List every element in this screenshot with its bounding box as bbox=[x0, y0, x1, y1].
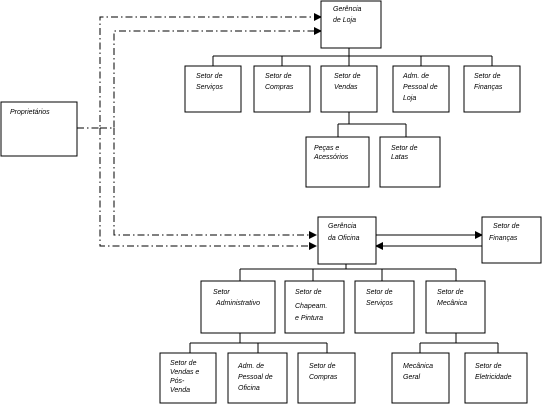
node-setor-financas-oficina: Setor de Finanças bbox=[481, 216, 542, 264]
owner-to-store-lower-line bbox=[100, 27, 322, 129]
node-setor-mecanica-line-2: Mecânica bbox=[437, 300, 467, 307]
node-setor-servicos-oficina-line-1: Setor de bbox=[366, 289, 393, 296]
node-adm-pessoal-loja-line-1: Adm. de bbox=[402, 73, 429, 80]
node-gerencia-oficina-line-1: Gerência bbox=[328, 223, 357, 230]
node-setor-chapeam-pintura-line-1: Setor de bbox=[295, 289, 322, 296]
node-mecanica-geral-line-1: Mecânica bbox=[403, 363, 433, 370]
node-pecas-acessorios: Peças e Acessórios bbox=[305, 136, 370, 188]
node-gerencia-loja: Gerência de Loja bbox=[320, 0, 382, 49]
node-setor-servicos-loja: Setor de Serviços bbox=[184, 65, 242, 113]
node-setor-financas-loja: Setor de Finanças bbox=[463, 65, 521, 113]
node-setor-mecanica: Setor de Mecânica bbox=[425, 280, 486, 334]
node-mecanica-geral-line-2: Geral bbox=[403, 374, 421, 381]
node-setor-compras-oficina-line-2: Compras bbox=[309, 374, 338, 381]
node-setor-financas-oficina-line-1: Setor de bbox=[493, 223, 520, 230]
node-gerencia-loja-line-1: Gerência bbox=[333, 6, 362, 13]
node-adm-pessoal-loja-line-3: Loja bbox=[403, 95, 416, 102]
node-gerencia-oficina-line-2: da Oficina bbox=[328, 235, 360, 242]
node-setor-vendas-pos-venda-line-3: Pós- bbox=[170, 378, 185, 385]
node-setor-compras-oficina-line-1: Setor de bbox=[309, 363, 336, 370]
node-adm-pessoal-oficina-line-1: Adm. de bbox=[237, 363, 264, 370]
node-setor-vendas-loja-line-1: Setor de bbox=[334, 73, 361, 80]
node-setor-mecanica-line-1: Setor de bbox=[437, 289, 464, 296]
node-adm-pessoal-loja: Adm. de Pessoal de Loja bbox=[392, 65, 450, 113]
node-setor-compras-loja-line-1: Setor de bbox=[265, 73, 292, 80]
node-setor-latas-line-1: Setor de bbox=[391, 145, 418, 152]
node-setor-latas: Setor de Latas bbox=[379, 136, 441, 188]
node-proprietarios-label: Proprietários bbox=[10, 109, 50, 116]
node-setor-financas-oficina-line-2: Finanças bbox=[489, 235, 518, 242]
node-setor-chapeam-pintura-line-3: e Pintura bbox=[295, 315, 323, 322]
node-setor-financas-loja-line-2: Finanças bbox=[474, 84, 503, 91]
owner-connectors bbox=[77, 13, 322, 250]
node-mecanica-geral: Mecânica Geral bbox=[391, 352, 450, 404]
node-setor-financas-loja-line-1: Setor de bbox=[474, 73, 501, 80]
node-setor-vendas-pos-venda: Setor de Vendas e Pós- Venda bbox=[159, 352, 217, 404]
node-setor-vendas-loja: Setor de Vendas bbox=[320, 65, 378, 113]
node-setor-servicos-oficina-line-2: Serviços bbox=[366, 300, 393, 307]
node-setor-eletricidade: Setor de Eletricidade bbox=[464, 352, 528, 404]
node-adm-pessoal-oficina-line-2: Pessoal de bbox=[238, 374, 273, 381]
node-setor-chapeam-pintura: Setor de Chapeam. e Pintura bbox=[284, 280, 345, 334]
node-setor-servicos-loja-line-2: Serviços bbox=[196, 84, 223, 91]
node-gerencia-oficina: Gerência da Oficina bbox=[317, 216, 377, 265]
owner-to-workshop-upper-line bbox=[113, 128, 317, 239]
owner-to-store-upper-line bbox=[77, 13, 322, 129]
node-setor-servicos-loja-line-1: Setor de bbox=[196, 73, 223, 80]
node-setor-latas-line-2: Latas bbox=[391, 154, 409, 161]
node-pecas-acessorios-line-1: Peças e bbox=[314, 145, 339, 152]
node-setor-chapeam-pintura-line-2: Chapeam. bbox=[295, 303, 327, 310]
node-setor-vendas-pos-venda-line-2: Vendas e bbox=[170, 369, 199, 376]
node-setor-compras-loja: Setor de Compras bbox=[253, 65, 311, 113]
node-adm-pessoal-loja-line-2: Pessoal de bbox=[403, 84, 438, 91]
node-setor-compras-loja-line-2: Compras bbox=[265, 84, 294, 91]
node-proprietarios: Proprietários bbox=[0, 101, 78, 157]
node-setor-vendas-pos-venda-line-1: Setor de bbox=[170, 360, 197, 367]
node-setor-administrativo: Setor Administrativo bbox=[200, 280, 276, 334]
node-adm-pessoal-oficina: Adm. de Pessoal de Oficina bbox=[227, 352, 288, 404]
node-setor-eletricidade-line-2: Eletricidade bbox=[475, 374, 512, 381]
node-setor-servicos-oficina: Setor de Serviços bbox=[354, 280, 415, 334]
node-gerencia-loja-line-2: de Loja bbox=[333, 17, 356, 24]
node-setor-eletricidade-line-1: Setor de bbox=[475, 363, 502, 370]
owner-to-workshop-lower-line bbox=[99, 128, 317, 250]
node-setor-compras-oficina: Setor de Compras bbox=[297, 352, 356, 404]
node-pecas-acessorios-line-2: Acessórios bbox=[313, 154, 349, 161]
node-setor-vendas-pos-venda-line-4: Venda bbox=[170, 387, 190, 394]
node-setor-administrativo-line-1: Setor bbox=[213, 289, 230, 296]
node-adm-pessoal-oficina-line-3: Oficina bbox=[238, 385, 260, 392]
node-setor-vendas-loja-line-2: Vendas bbox=[334, 84, 358, 91]
node-setor-administrativo-line-2: Administrativo bbox=[215, 300, 260, 307]
tree-connectors bbox=[189, 48, 499, 353]
